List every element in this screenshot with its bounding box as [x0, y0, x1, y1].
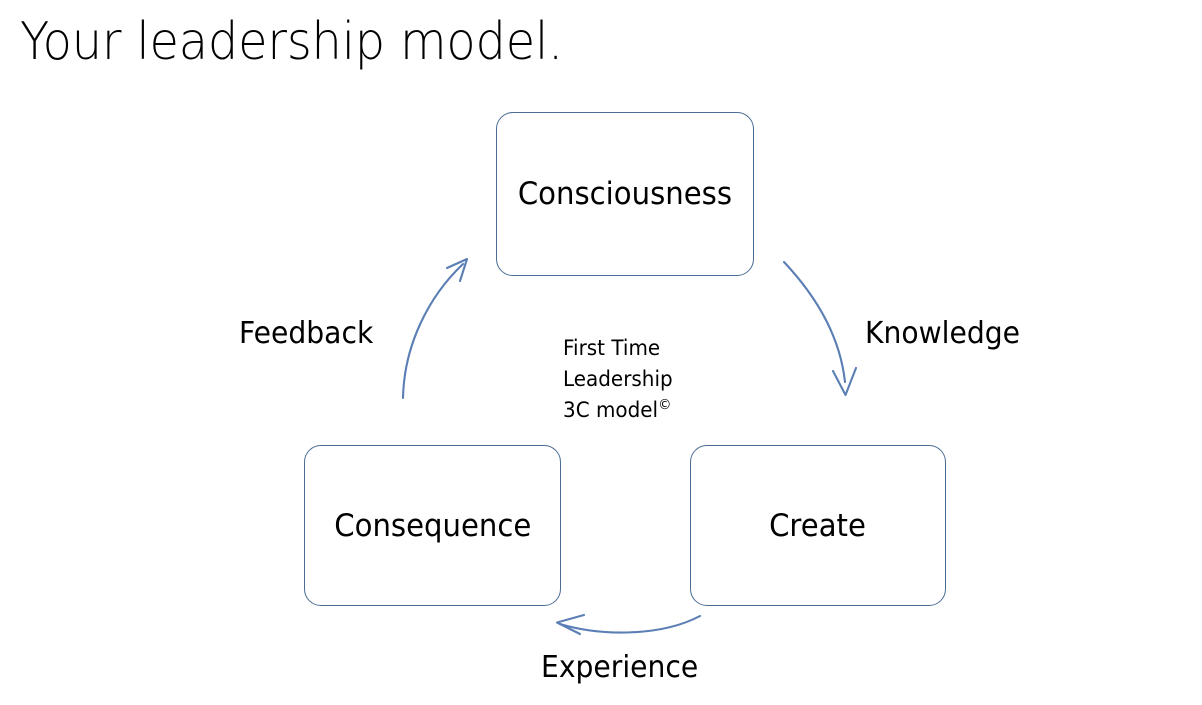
diagram-node-consequence[interactable]: Consequence — [304, 445, 561, 606]
diagram-node-label: Consciousness — [517, 176, 733, 212]
copyright-icon: © — [658, 397, 672, 413]
center-caption-model-text: 3C model — [563, 398, 659, 422]
experience-arrow — [555, 613, 702, 636]
diagram-node-label: Consequence — [333, 507, 532, 544]
edge-label-knowledge: Knowledge — [865, 316, 1021, 351]
knowledge-arrow — [782, 260, 858, 397]
diagram-node-consciousness[interactable]: Consciousness — [496, 112, 754, 276]
center-caption-line-3: 3C model© — [563, 395, 744, 426]
center-caption-line-1: First Time — [563, 336, 661, 360]
center-caption-line-2: Leadership — [563, 367, 673, 391]
edge-label-experience: Experience — [541, 650, 699, 685]
diagram-node-create[interactable]: Create — [690, 445, 946, 606]
diagram-center-caption: First Time Leadership 3C model© — [563, 333, 744, 426]
diagram-node-label: Create — [769, 507, 867, 544]
edge-label-feedback: Feedback — [239, 316, 374, 351]
page-title: Your leadership model. — [20, 12, 564, 72]
feedback-arrow — [401, 257, 469, 400]
